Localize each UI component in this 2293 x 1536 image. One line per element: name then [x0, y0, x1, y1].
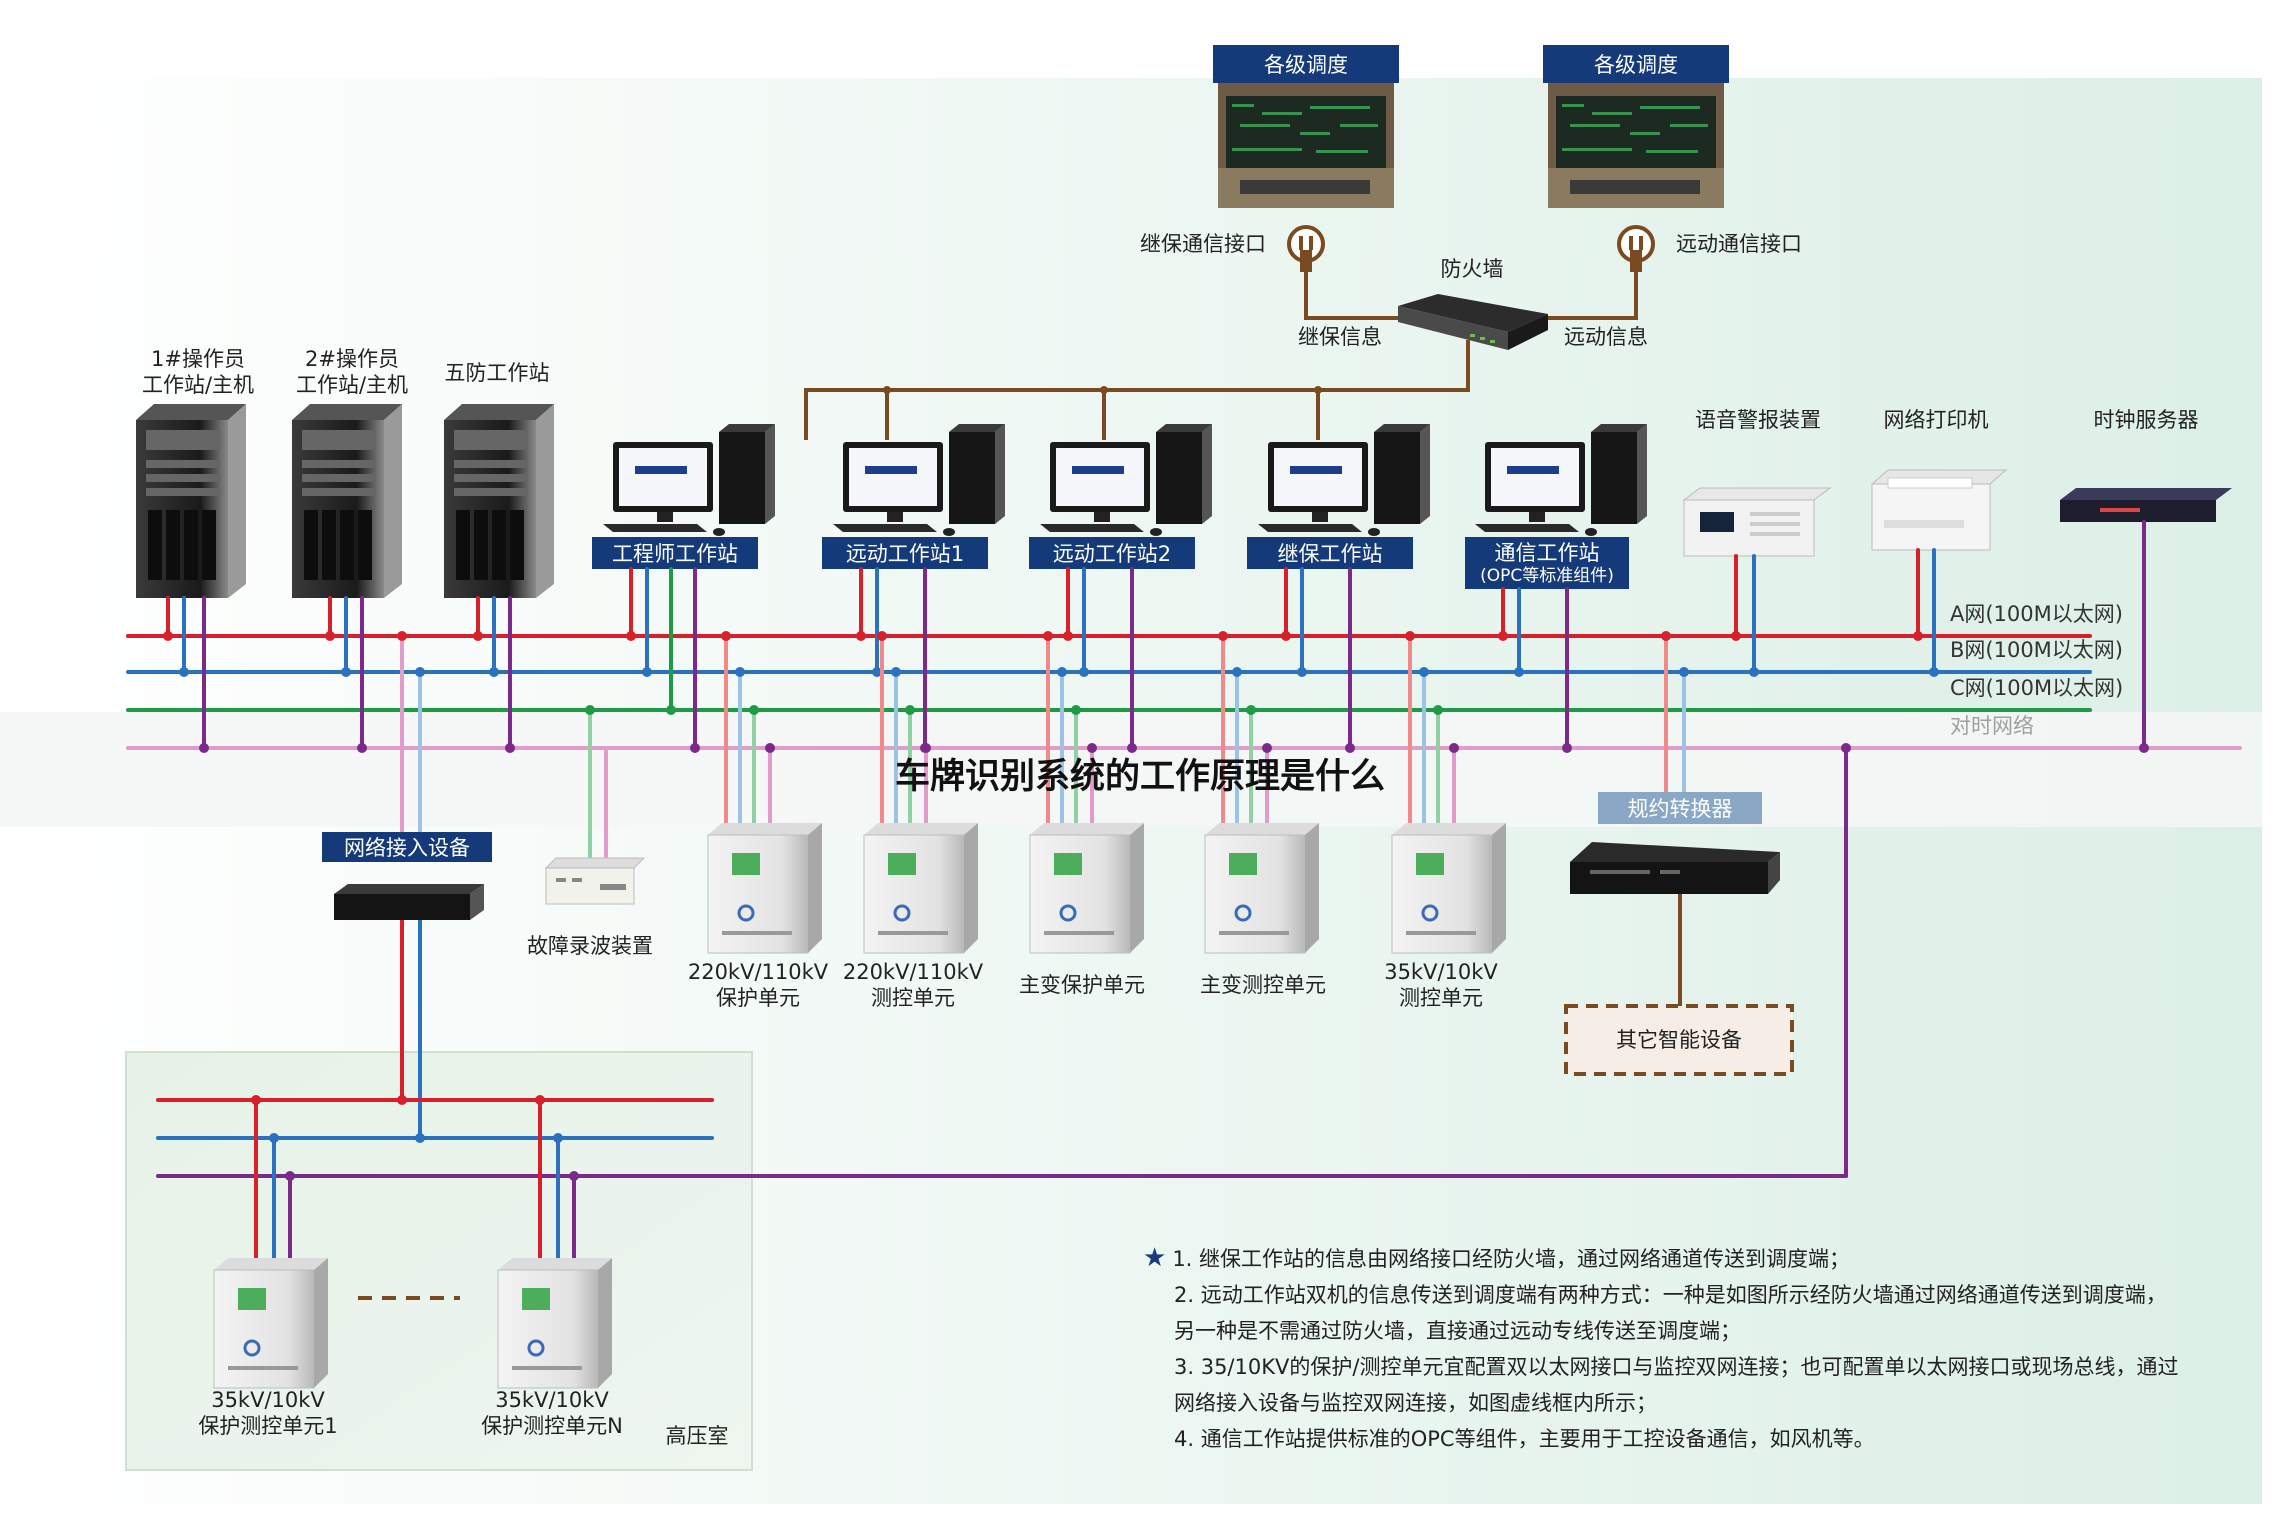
hv-unit-1-label-line1: 35kV/10kV — [211, 1388, 325, 1412]
firewall-label: 防火墙 — [1441, 257, 1504, 281]
timing-network-label: 对时网络 — [1950, 714, 2034, 738]
fault-recorder-label: 故障录波装置 — [527, 934, 653, 958]
unit-2-label-line1: 220kV/110kV — [843, 960, 984, 984]
hv-unit-n-label-line1: 35kV/10kV — [495, 1388, 609, 1412]
protection-units — [213, 823, 1506, 1389]
protection-unit-2 — [863, 823, 978, 954]
hv-unit-n-label-line2: 保护测控单元N — [481, 1414, 623, 1438]
unit-5-label-line2: 测控单元 — [1399, 986, 1483, 1010]
hv-unit-n — [497, 1258, 612, 1389]
notes-block: ★1. 继保工作站的信息由网络接口经防火墙，通过网络通道传送到调度端； 2. 远… — [1143, 1240, 2223, 1457]
dispatch-right-label: 各级调度 — [1594, 53, 1678, 77]
workstation-group: 工程师工作站 远动工作站1 远动工作站2 继保工作站 通信工作站(OPC等标准组件) — [592, 424, 1647, 589]
fault-recorder-device — [544, 857, 646, 905]
firewall-device — [1398, 294, 1548, 350]
workstation-2-label: 远动工作站1 — [846, 542, 964, 566]
workstation-5-label: 通信工作站 — [1495, 541, 1600, 565]
note-text: 1. 继保工作站的信息由网络接口经防火墙，通过网络通道传送到调度端； — [1172, 1247, 1851, 1271]
unit-3-label: 主变保护单元 — [1019, 973, 1145, 997]
hv-unit-1 — [213, 1258, 328, 1389]
relay-info-label: 继保信息 — [1298, 325, 1382, 349]
workstation-3-label: 远动工作站2 — [1053, 542, 1171, 566]
other-devices-label: 其它智能设备 — [1616, 1028, 1742, 1052]
network-c-label: C网(100M以太网) — [1950, 676, 2123, 700]
network-printer — [1870, 469, 2008, 551]
network-b-label: B网(100M以太网) — [1950, 638, 2123, 662]
telecontrol-info-label: 远动信息 — [1564, 325, 1648, 349]
network-access-device: 网络接入设备 — [322, 832, 492, 920]
workstation-1-label: 工程师工作站 — [612, 542, 738, 566]
clock-server-label: 时钟服务器 — [2094, 408, 2199, 432]
protocol-converter-label: 规约转换器 — [1628, 797, 1733, 821]
plug-icon — [1617, 225, 1655, 272]
clock-server — [2060, 488, 2232, 522]
server-tower-1 — [136, 404, 246, 598]
net-access-label: 网络接入设备 — [344, 836, 470, 860]
star-icon: ★ — [1143, 1243, 1167, 1273]
note-line-1: ★1. 继保工作站的信息由网络接口经防火墙，通过网络通道传送到调度端； — [1143, 1240, 2223, 1277]
unit-2-label-line2: 测控单元 — [871, 986, 955, 1010]
unit-4-label: 主变测控单元 — [1200, 973, 1326, 997]
note-line-4: 3. 35/10KV的保护/测控单元宜配置双以太网接口与监控双网连接；也可配置单… — [1174, 1355, 2179, 1379]
workstation-2: 远动工作站1 — [822, 424, 1005, 569]
protection-unit-5 — [1391, 823, 1506, 954]
dispatch-center-right: 各级调度 — [1543, 45, 1729, 208]
printer-label: 网络打印机 — [1884, 408, 1989, 432]
server-3-label: 五防工作站 — [445, 361, 550, 385]
hv-unit-1-label-line2: 保护测控单元1 — [198, 1414, 337, 1438]
note-line-3: 另一种是不需通过防火墙，直接通过远动专线传送至调度端； — [1174, 1319, 1741, 1343]
dispatch-center-left: 各级调度 — [1213, 45, 1399, 208]
hv-room-label: 高压室 — [666, 1424, 729, 1448]
voice-alarm-label: 语音警报装置 — [1695, 408, 1821, 432]
workstation-5: 通信工作站(OPC等标准组件) — [1465, 424, 1647, 589]
workstation-3: 远动工作站2 — [1029, 424, 1212, 569]
network-wiring — [126, 520, 2242, 1260]
server-1-label-line1: 1#操作员 — [151, 347, 245, 371]
server-tower-3 — [444, 404, 554, 598]
telecontrol-comm-port-label: 远动通信接口 — [1676, 232, 1802, 256]
network-a-label: A网(100M以太网) — [1950, 602, 2123, 626]
server-2-label-line2: 工作站/主机 — [296, 373, 408, 397]
other-devices-box: 其它智能设备 — [1564, 1004, 1794, 1076]
workstation-1: 工程师工作站 — [592, 424, 775, 569]
workstation-5-sublabel: (OPC等标准组件) — [1480, 566, 1614, 586]
page-title: 车牌识别系统的工作原理是什么 — [895, 757, 1386, 797]
voice-alarm-device — [1682, 487, 1832, 557]
relay-comm-port-label: 继保通信接口 — [1140, 232, 1266, 256]
dispatch-left-label: 各级调度 — [1264, 53, 1348, 77]
unit-5-label-line1: 35kV/10kV — [1384, 960, 1498, 984]
protection-unit-1 — [707, 823, 822, 954]
dispatch-links — [804, 272, 1638, 440]
unit-1-label-line1: 220kV/110kV — [688, 960, 829, 984]
protection-unit-4 — [1204, 823, 1319, 954]
plug-icon — [1287, 225, 1325, 272]
workstation-4-label: 继保工作站 — [1278, 542, 1383, 566]
server-2-label-line1: 2#操作员 — [305, 347, 399, 371]
server-tower-2 — [292, 404, 402, 598]
protocol-converter: 规约转换器 — [1570, 792, 1780, 894]
workstation-4: 继保工作站 — [1247, 424, 1430, 569]
unit-1-label-line2: 保护单元 — [716, 986, 800, 1010]
protection-unit-3 — [1029, 823, 1144, 954]
note-line-5: 网络接入设备与监控双网连接，如图虚线框内所示； — [1174, 1391, 1657, 1415]
note-line-6: 4. 通信工作站提供标准的OPC等组件，主要用于工控设备通信，如风机等。 — [1174, 1427, 1875, 1451]
note-line-2: 2. 远动工作站双机的信息传送到调度端有两种方式：一种是如图所示经防火墙通过网络… — [1174, 1283, 2167, 1307]
server-1-label-line2: 工作站/主机 — [142, 373, 254, 397]
